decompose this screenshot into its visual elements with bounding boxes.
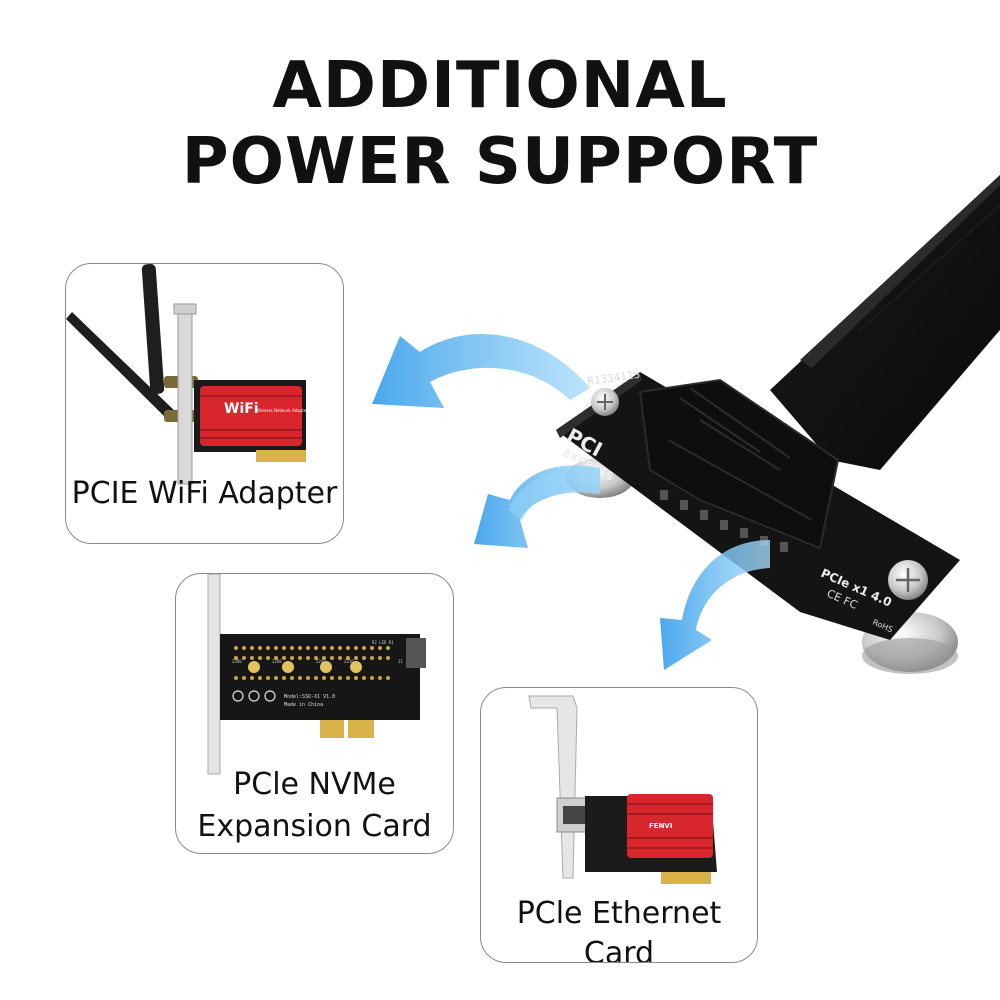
- card-label: PCle Ethernet Card: [516, 896, 722, 963]
- heatsink-text: FENVI: [649, 822, 672, 830]
- arrow-to-wifi-icon: [372, 334, 590, 408]
- slot-label-2242: 2242: [316, 659, 326, 664]
- slot-label-j1: J1: [398, 659, 403, 664]
- slot-label-2230: 2230: [344, 659, 354, 664]
- wifi-card-text: WiFi: [224, 401, 259, 417]
- card-nvme-expansion: 2280 2260 2242 2230 J1 R2 LED R1 Model:S…: [175, 573, 454, 854]
- headline-line-2: POWER SUPPORT: [181, 125, 819, 199]
- arrow-to-nvme-icon: [474, 465, 600, 548]
- rj45-port-icon: [563, 806, 585, 824]
- heatsink: [627, 794, 713, 858]
- headline: ADDITIONAL POWER SUPPORT: [0, 48, 1000, 200]
- card-label: PCle NVMe Expansion Card: [176, 764, 453, 848]
- nvme-card-image: 2280 2260 2242 2230 J1 R2 LED R1 Model:S…: [207, 574, 426, 775]
- headline-line-1: ADDITIONAL: [272, 49, 728, 123]
- card-wifi-adapter: WiFi Wireless Network Adapter PCIE WiFi …: [65, 263, 344, 544]
- card-label: PCIE WiFi Adapter: [71, 476, 338, 511]
- card-ethernet: FENVI PCle Ethernet Card: [480, 687, 758, 963]
- led-label: R2 LED R1: [372, 640, 394, 645]
- nvme-model-text: Model:SSD-X1 V1.0: [284, 694, 335, 700]
- slot-label-2260: 2260: [272, 659, 282, 664]
- card-label-line-1: PCle NVMe: [233, 767, 396, 802]
- wifi-adapter-image: WiFi Wireless Network Adapter: [66, 264, 308, 485]
- slot-label-2280: 2280: [232, 659, 242, 664]
- nvme-origin-text: Made in China: [284, 702, 323, 708]
- card-label-line-2: Expansion Card: [197, 809, 432, 844]
- arrow-to-ethernet-icon: [660, 540, 770, 670]
- wifi-card-subtext: Wireless Network Adapter: [256, 408, 308, 413]
- ethernet-card-image: FENVI: [528, 695, 717, 884]
- screw-icon: [591, 388, 928, 600]
- certification-icons: [232, 690, 276, 702]
- ribbon-cable: [770, 175, 1000, 470]
- riser-board: R133411S PCI EXPRESS PCIe x1 4.0 CE FC R…: [556, 368, 960, 674]
